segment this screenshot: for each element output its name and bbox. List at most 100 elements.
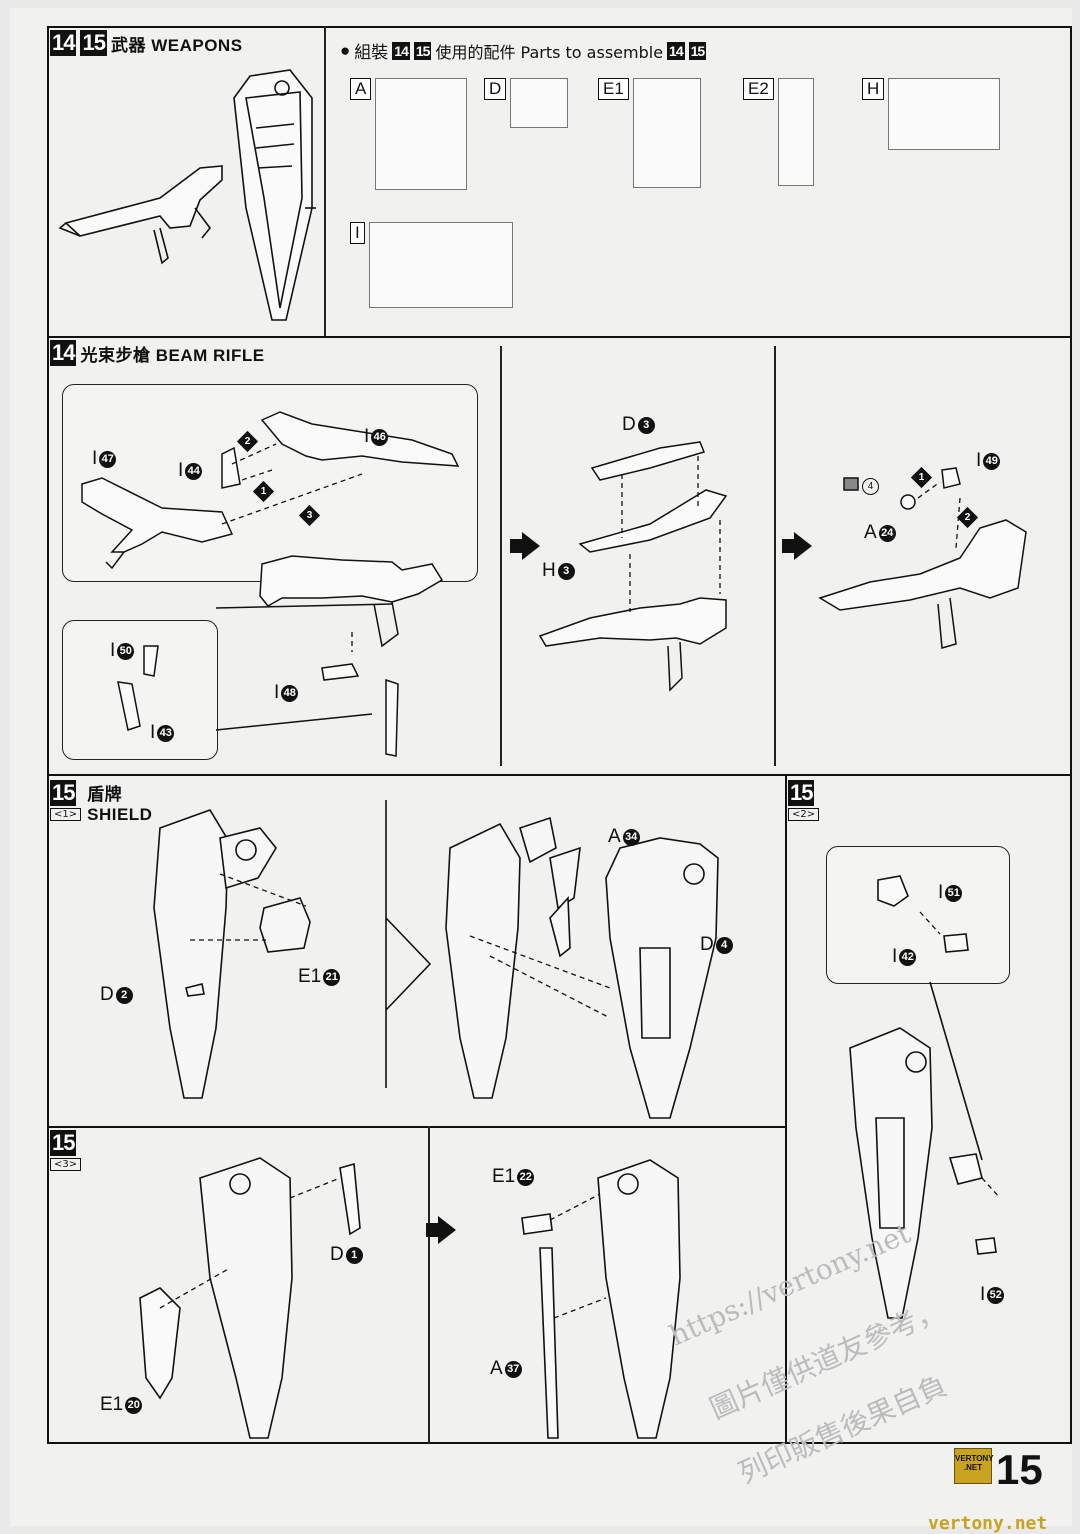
parts-text-mid: 使用的配件 Parts to assemble: [435, 42, 664, 62]
order-number: 2: [964, 512, 971, 523]
page-number: 15: [996, 1446, 1043, 1493]
part-number: 50: [117, 642, 135, 660]
order-number: 1: [918, 472, 925, 483]
runner-d-sprue-image: [510, 78, 569, 128]
shield-step2-header: 15 <2>: [788, 780, 820, 821]
shield-step3-panel: [47, 1126, 787, 1444]
runner-letter: H: [542, 560, 556, 581]
beam-rifle-header: 14 光束步槍 BEAM RIFLE: [50, 340, 265, 366]
part-number: 37: [504, 1360, 522, 1378]
part-number: 47: [99, 450, 117, 468]
runner-a: A: [350, 78, 468, 190]
part-number: 44: [185, 462, 203, 480]
part-number: 34: [622, 828, 640, 846]
rifle-final-illustration: [818, 467, 1027, 649]
step-number: 15: [688, 41, 707, 60]
runner-letter: I: [976, 450, 982, 471]
step-arrow-icon: [510, 532, 540, 560]
weapons-overview-illustration: [58, 69, 316, 321]
runner-letter: A: [608, 826, 621, 847]
step-number: 14: [50, 30, 77, 56]
part-number: 20: [125, 1396, 143, 1414]
runner-h: H: [862, 78, 1001, 150]
runner-letter: D: [100, 984, 114, 1005]
order-number: 3: [306, 510, 313, 521]
runner-label: E1: [598, 78, 629, 100]
order-number: 2: [244, 436, 251, 447]
runner-letter: I: [150, 722, 156, 743]
part-number: 49: [983, 452, 1001, 470]
runner-label: D: [484, 78, 507, 100]
runner-letter: I: [938, 882, 944, 903]
part-number: 51: [945, 884, 963, 902]
runner-letter: D: [700, 934, 714, 955]
part-number: 43: [157, 724, 175, 742]
runner-letter: E1: [492, 1166, 516, 1187]
runner-e1: E1: [598, 78, 701, 188]
runner-letter: A: [864, 522, 877, 543]
runner-letter: I: [274, 682, 280, 703]
sub-step: <1>: [50, 808, 82, 821]
order-marker-1: 1: [252, 480, 275, 503]
runner-letter: I: [364, 426, 370, 447]
seal-count: 4: [862, 478, 879, 495]
step-number: 15: [413, 41, 432, 60]
runner-e1-sprue-image: [632, 78, 701, 188]
step-number: 14: [667, 41, 685, 60]
runner-h-sprue-image: [888, 78, 1001, 150]
step-number: 14: [50, 340, 77, 366]
runner-i-sprue-image: [368, 222, 513, 308]
parts-header: ● 組裝 14 15 使用的配件 Parts to assemble 14 15: [340, 38, 707, 63]
rifle-handguard-illustration: [538, 441, 728, 692]
shield-step2-illustration: [849, 875, 1001, 1319]
runner-a-sprue-image: [375, 78, 468, 190]
runner-letter: I: [110, 640, 116, 661]
section-title: 光束步槍 BEAM RIFLE: [80, 345, 265, 365]
runner-letter: D: [330, 1244, 344, 1265]
runner-label: A: [350, 78, 372, 100]
shield-step1-illustration: [153, 800, 719, 1119]
part-number: 21: [323, 968, 341, 986]
section-title-cn: 盾牌: [87, 785, 123, 805]
beam-rifle-divider-2: [774, 346, 776, 766]
runner-letter: E1: [298, 966, 322, 987]
order-number: 1: [260, 486, 267, 497]
runner-e2-sprue-image: [777, 78, 814, 186]
part-number: 42: [899, 948, 917, 966]
runner-i: I: [350, 222, 513, 308]
runner-letter: D: [622, 414, 636, 435]
shield-step2-panel: [785, 774, 1072, 1444]
weapons-divider: [324, 26, 326, 338]
part-number: 2: [115, 986, 133, 1004]
part-number: 46: [371, 428, 389, 446]
section-title: 武器 WEAPONS: [110, 35, 243, 55]
shield-step3-divider: [428, 1126, 430, 1444]
shield-step1-header: 15 <1> 盾牌 SHIELD: [50, 780, 152, 825]
part-number: 3: [557, 562, 575, 580]
parts-text-prefix: 組裝: [354, 43, 389, 63]
order-marker-3: 3: [298, 504, 321, 527]
order-marker-2: 2: [236, 430, 259, 453]
runner-letter: I: [178, 460, 184, 481]
site-watermark: vertony.net: [928, 1513, 1048, 1534]
runner-label: H: [862, 78, 885, 100]
order-marker-2: 2: [956, 506, 979, 529]
runner-letter: I: [892, 946, 898, 967]
manual-page: 14 15 武器 WEAPONS ● 組裝 14 15 使用的配件 Parts …: [10, 8, 1072, 1534]
part-number: 4: [715, 936, 733, 954]
part-number: 48: [281, 684, 299, 702]
rifle-grip-callout: [62, 620, 218, 760]
